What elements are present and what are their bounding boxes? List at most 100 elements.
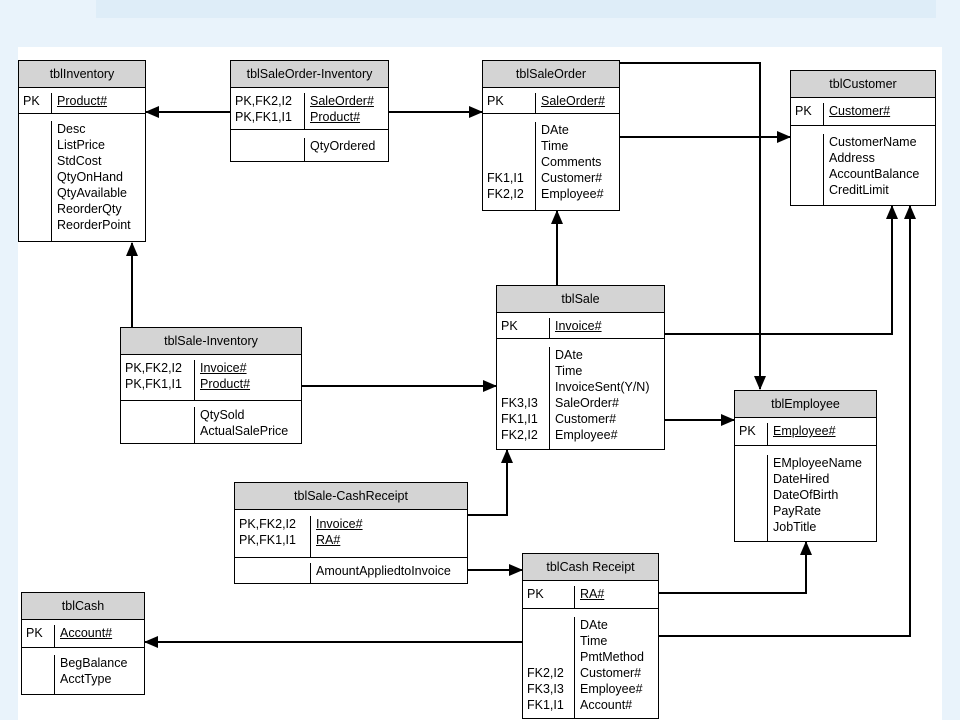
pk-field: Invoice# bbox=[316, 517, 363, 531]
pk-field: RA# bbox=[316, 533, 341, 547]
key-label: PK bbox=[527, 587, 544, 601]
key-label: PK bbox=[23, 94, 40, 108]
key-label: FK2,I2 bbox=[527, 666, 564, 680]
attr-field: Time bbox=[555, 364, 583, 378]
pk-field: Invoice# bbox=[555, 319, 602, 333]
key-label: FK3,I3 bbox=[501, 396, 538, 410]
attr-field: Desc bbox=[57, 122, 86, 136]
key-label bbox=[501, 347, 545, 363]
attr-field: Employee# bbox=[580, 682, 643, 696]
attr-field: AmountAppliedtoInvoice bbox=[316, 564, 451, 578]
key-label: FK2,I2 bbox=[487, 187, 524, 201]
attr-field: ReorderPoint bbox=[57, 218, 131, 232]
attr-field: ActualSalePrice bbox=[200, 424, 289, 438]
entity-tblcash: tblCash PK Account# BegBalance AcctType bbox=[21, 592, 145, 695]
rel-cashreceipt-customer bbox=[659, 205, 916, 637]
entity-title: tblSale-Inventory bbox=[121, 328, 301, 355]
pk-field: SaleOrder# bbox=[310, 94, 374, 108]
pk-field: Customer# bbox=[829, 104, 891, 118]
key-label: FK1,I1 bbox=[487, 171, 524, 185]
attr-section: FK3,I3 FK1,I1 FK2,I2 DAte Time InvoiceSe… bbox=[497, 339, 664, 450]
entity-title: tblCash bbox=[22, 593, 144, 620]
pk-field: Product# bbox=[310, 110, 361, 124]
attr-field: StdCost bbox=[57, 154, 102, 168]
attr-field: QtyOrdered bbox=[310, 139, 376, 153]
pk-section: PK Customer# bbox=[791, 98, 935, 126]
entity-tblemployee: tblEmployee PK Employee# EMployeeName Da… bbox=[734, 390, 877, 542]
attr-field: QtyAvailable bbox=[57, 186, 127, 200]
attr-field: ListPrice bbox=[57, 138, 105, 152]
attr-section: EMployeeName DateHired DateOfBirth PayRa… bbox=[735, 446, 876, 542]
attr-field: Time bbox=[580, 634, 608, 648]
attr-field: DAte bbox=[580, 618, 608, 632]
key-label bbox=[527, 649, 570, 665]
entity-tblsale-inventory: tblSale-Inventory PK,FK2,I2 PK,FK1,I1 In… bbox=[120, 327, 302, 444]
attr-field: CreditLimit bbox=[829, 183, 889, 197]
key-label bbox=[487, 154, 531, 170]
attr-field: Employee# bbox=[541, 187, 604, 201]
attr-field: DAte bbox=[541, 123, 569, 137]
pk-section: PK,FK2,I2 PK,FK1,I1 SaleOrder# Product# bbox=[231, 88, 388, 130]
attr-field: PmtMethod bbox=[580, 650, 644, 664]
pk-field: Product# bbox=[200, 377, 251, 391]
attr-field: AcctType bbox=[60, 672, 112, 686]
key-label bbox=[501, 363, 545, 379]
pk-section: PK RA# bbox=[523, 581, 658, 609]
attr-section: QtyOrdered bbox=[231, 130, 388, 162]
entity-title: tblEmployee bbox=[735, 391, 876, 418]
pk-section: PK Product# bbox=[19, 88, 145, 114]
entity-tblsale: tblSale PK Invoice# FK3,I3 FK1,I1 FK2,I2… bbox=[496, 285, 665, 450]
key-label: PK,FK1,I1 bbox=[125, 377, 182, 391]
attr-field: DAte bbox=[555, 348, 583, 362]
entity-title: tblSaleOrder bbox=[483, 61, 619, 88]
key-label: PK,FK1,I1 bbox=[239, 533, 296, 547]
attr-field: BegBalance bbox=[60, 656, 128, 670]
pk-field: Product# bbox=[57, 94, 108, 108]
rel-saleorder-employee bbox=[620, 62, 766, 390]
attr-field: Customer# bbox=[541, 171, 603, 185]
attr-section: QtySold ActualSalePrice bbox=[121, 401, 301, 444]
pk-field: Account# bbox=[60, 626, 113, 640]
attr-field: InvoiceSent(Y/N) bbox=[555, 380, 650, 394]
key-label bbox=[487, 138, 531, 154]
pk-field: RA# bbox=[580, 587, 605, 601]
attr-field: CustomerName bbox=[829, 135, 917, 149]
attr-field: ReorderQty bbox=[57, 202, 122, 216]
key-label: FK1,I1 bbox=[527, 698, 564, 712]
rel-sale-customer bbox=[665, 205, 898, 335]
key-label: PK,FK1,I1 bbox=[235, 110, 292, 124]
key-label: PK bbox=[26, 626, 43, 640]
pk-section: PK Account# bbox=[22, 620, 144, 648]
entity-tblcustomer: tblCustomer PK Customer# CustomerName Ad… bbox=[790, 70, 936, 206]
key-label bbox=[527, 633, 570, 649]
key-label bbox=[527, 617, 570, 633]
rel-cashreceipt-employee bbox=[659, 541, 812, 594]
entity-title: tblSale-CashReceipt bbox=[235, 483, 467, 510]
key-label bbox=[487, 122, 531, 138]
entity-tblsaleorder-inventory: tblSaleOrder-Inventory PK,FK2,I2 PK,FK1,… bbox=[230, 60, 389, 162]
attr-field: PayRate bbox=[773, 504, 821, 518]
pk-field: Employee# bbox=[773, 424, 836, 438]
key-label: PK bbox=[501, 319, 518, 333]
entity-tblsale-cashreceipt: tblSale-CashReceipt PK,FK2,I2 PK,FK1,I1 … bbox=[234, 482, 468, 584]
key-label: FK3,I3 bbox=[527, 682, 564, 696]
entity-title: tblCash Receipt bbox=[523, 554, 658, 581]
attr-field: SaleOrder# bbox=[555, 396, 619, 410]
pk-section: PK Employee# bbox=[735, 418, 876, 446]
key-label: PK,FK2,I2 bbox=[125, 361, 182, 375]
attr-field: Employee# bbox=[555, 428, 618, 442]
attr-field: Address bbox=[829, 151, 875, 165]
entity-tblsaleorder: tblSaleOrder PK SaleOrder# FK1,I1 FK2,I2… bbox=[482, 60, 620, 211]
attr-field: JobTitle bbox=[773, 520, 817, 534]
pk-section: PK SaleOrder# bbox=[483, 88, 619, 114]
pk-section: PK,FK2,I2 PK,FK1,I1 Invoice# Product# bbox=[121, 355, 301, 401]
attr-field: DateHired bbox=[773, 472, 830, 486]
entity-tblinventory: tblInventory PK Product# Desc ListPrice … bbox=[18, 60, 146, 242]
attr-field: DateOfBirth bbox=[773, 488, 839, 502]
attr-field: Time bbox=[541, 139, 569, 153]
entity-tblcash-receipt: tblCash Receipt PK RA# FK2,I2 FK3,I3 FK1… bbox=[522, 553, 659, 719]
pk-field: Invoice# bbox=[200, 361, 247, 375]
key-label: PK bbox=[739, 424, 756, 438]
attr-section: Desc ListPrice StdCost QtyOnHand QtyAvai… bbox=[19, 114, 145, 242]
